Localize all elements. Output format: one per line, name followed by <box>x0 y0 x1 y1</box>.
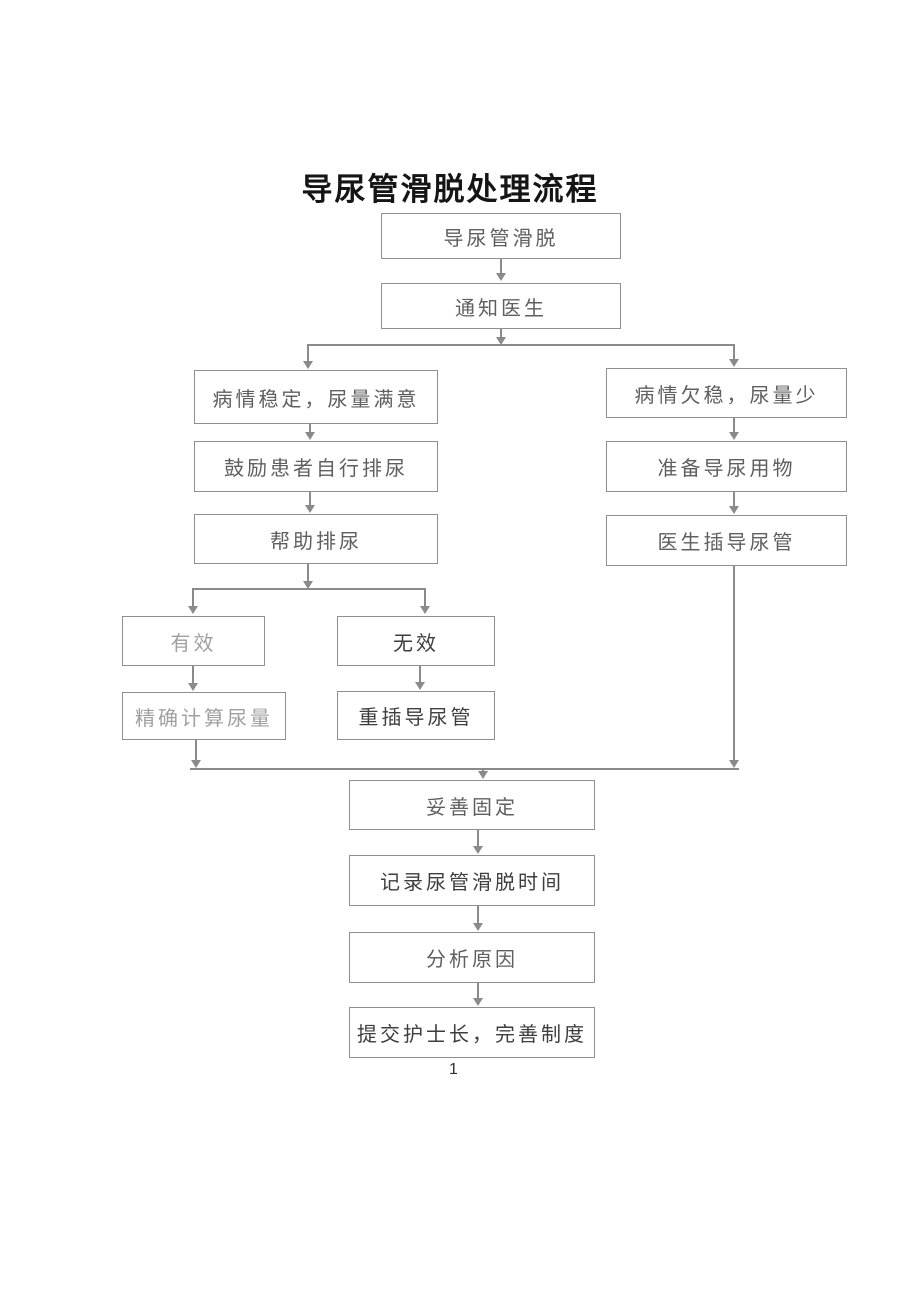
edge-branch-stable <box>307 344 309 362</box>
flow-node-label: 准备导尿用物 <box>657 458 796 480</box>
edge-slip-notify <box>500 259 502 275</box>
arrow-down-icon <box>420 606 430 614</box>
flow-node-secure-fixation: 妥善固定 <box>349 780 595 830</box>
flow-node-condition-unstable: 病情欠稳，尿量少 <box>606 368 847 418</box>
flow-node-label: 帮助排尿 <box>270 530 362 553</box>
edge-fix-record <box>477 830 479 847</box>
arrow-down-icon <box>473 998 483 1006</box>
flow-node-label: 有效 <box>170 632 217 655</box>
arrow-down-icon <box>473 846 483 854</box>
flow-node-reinsert-catheter: 重插导尿管 <box>337 691 495 740</box>
edge-effective-calc <box>192 666 194 684</box>
edge-split-effective <box>192 588 194 607</box>
flow-node-label: 分析原因 <box>426 949 518 971</box>
flow-node-notify-doctor: 通知医生 <box>381 283 621 329</box>
edge-encourage-help <box>309 492 311 506</box>
edge-calc-merge <box>195 740 197 762</box>
edge-analyze-submit <box>477 983 479 1000</box>
edge-record-analyze <box>477 906 479 924</box>
flow-node-label: 提交护士长，完善制度 <box>357 1024 587 1046</box>
arrow-down-icon <box>191 760 201 768</box>
arrow-down-icon <box>478 771 488 779</box>
arrow-down-icon <box>729 760 739 768</box>
edge-insert-merge <box>733 566 735 762</box>
flow-node-analyze-cause: 分析原因 <box>349 932 595 983</box>
flow-node-label: 精确计算尿量 <box>135 707 273 730</box>
flow-node-effective: 有效 <box>122 616 265 666</box>
page-number: 1 <box>449 1061 458 1078</box>
flow-node-label: 妥善固定 <box>426 796 518 819</box>
arrow-down-icon <box>729 506 739 514</box>
edge-split-ineffective <box>424 588 426 607</box>
edge-split-horizontal <box>192 588 426 590</box>
flow-node-doctor-inserts-catheter: 医生插导尿管 <box>606 515 847 566</box>
edge-merge-horizontal <box>190 768 739 770</box>
flow-node-report-head-nurse: 提交护士长，完善制度 <box>349 1007 595 1058</box>
edge-branch-horizontal <box>307 344 735 346</box>
edge-help-split <box>307 564 309 582</box>
arrow-down-icon <box>303 361 313 369</box>
page-title: 导尿管滑脱处理流程 <box>301 172 599 207</box>
edge-branch-unstable <box>733 344 735 360</box>
arrow-down-icon <box>305 432 315 440</box>
arrow-down-icon <box>305 505 315 513</box>
arrow-down-icon <box>303 581 313 589</box>
flow-node-condition-stable: 病情稳定，尿量满意 <box>194 370 438 424</box>
arrow-down-icon <box>188 683 198 691</box>
flow-node-label: 通知医生 <box>455 297 547 320</box>
flow-node-measure-urine-output: 精确计算尿量 <box>122 692 286 740</box>
flow-node-label: 导尿管滑脱 <box>443 227 559 250</box>
flow-node-label: 记录尿管滑脱时间 <box>380 872 564 894</box>
flow-node-label: 病情稳定，尿量满意 <box>212 388 420 411</box>
flow-node-assist-voiding: 帮助排尿 <box>194 514 438 564</box>
flow-node-label: 病情欠稳，尿量少 <box>634 384 819 407</box>
edge-notify-branch <box>500 329 502 339</box>
flow-node-label: 医生插导尿管 <box>657 532 796 554</box>
flow-node-prepare-catheter-supplies: 准备导尿用物 <box>606 441 847 492</box>
arrow-down-icon <box>415 682 425 690</box>
flow-node-ineffective: 无效 <box>337 616 495 666</box>
arrow-down-icon <box>188 606 198 614</box>
flow-node-catheter-slip: 导尿管滑脱 <box>381 213 621 259</box>
edge-unstable-prepare <box>733 418 735 433</box>
edge-prepare-insert <box>733 492 735 507</box>
edge-stable-encourage <box>309 424 311 433</box>
edge-ineffective-reinsert <box>419 666 421 683</box>
arrow-down-icon <box>496 337 506 345</box>
flow-node-record-slip-time: 记录尿管滑脱时间 <box>349 855 595 906</box>
arrow-down-icon <box>496 273 506 281</box>
arrow-down-icon <box>729 359 739 367</box>
flow-node-label: 鼓励患者自行排尿 <box>224 458 408 480</box>
flow-node-label: 无效 <box>393 632 439 655</box>
flow-node-label: 重插导尿管 <box>358 707 474 729</box>
flow-node-encourage-self-voiding: 鼓励患者自行排尿 <box>194 441 438 492</box>
arrow-down-icon <box>729 432 739 440</box>
arrow-down-icon <box>473 923 483 931</box>
edge-merge-fix <box>482 768 484 773</box>
